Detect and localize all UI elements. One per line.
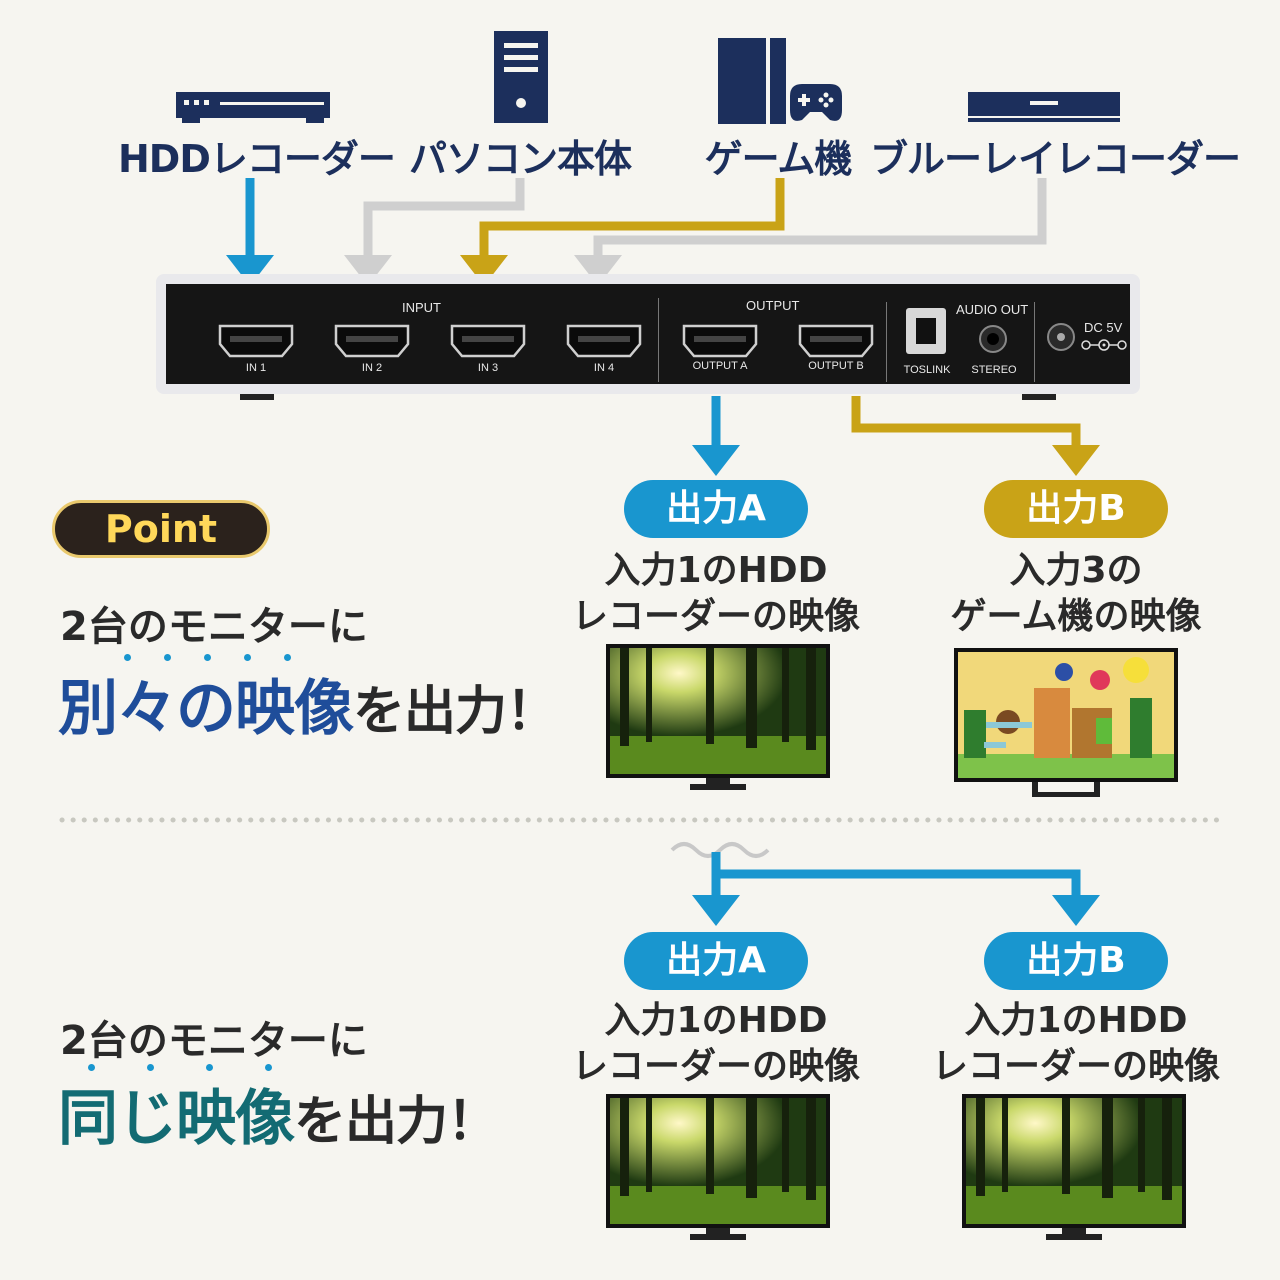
bluray-recorder-icon	[968, 92, 1120, 122]
tv-forest-monitor-a2	[606, 1094, 830, 1240]
section1-lead: 2台のモニターに	[60, 604, 368, 650]
panel-separator	[1034, 302, 1035, 382]
pc-to-in2-arrow	[344, 178, 525, 286]
port-label-output-b: OUTPUT B	[808, 360, 864, 372]
same-output-split-arrow	[692, 852, 1100, 926]
hdmi-port-in4	[566, 324, 642, 358]
pc-tower-icon	[494, 31, 548, 123]
section1-suffix: を出力！	[353, 682, 558, 742]
output-b-arrow	[851, 396, 1100, 476]
output-b-caption-2: 入力1のHDD レコーダーの映像	[931, 1000, 1220, 1087]
panel-foot	[1022, 394, 1056, 400]
output-a-caption-2: 入力1のHDD レコーダーの映像	[571, 1000, 860, 1087]
section1-emphasis: 別々の映像	[58, 674, 354, 744]
port-label-in3: IN 3	[477, 362, 499, 374]
dc-polarity-icon	[1081, 339, 1127, 351]
device-label-hdd: HDDレコーダー	[118, 137, 396, 181]
stereo-label: STEREO	[971, 364, 1017, 376]
toslink-label: TOSLINK	[903, 364, 951, 376]
panel-separator	[886, 302, 887, 382]
emphasis-dots-2	[88, 1064, 272, 1071]
port-label-output-a: OUTPUT A	[692, 360, 748, 372]
hdmi-port-in2	[334, 324, 410, 358]
port-label-in1: IN 1	[245, 362, 267, 374]
section2-lead: 2台のモニターに	[60, 1018, 368, 1064]
game-to-in3-arrow	[460, 178, 785, 286]
output-section-label: OUTPUT	[746, 298, 800, 313]
section2-suffix: を出力！	[294, 1092, 499, 1152]
hdmi-port-output-b	[798, 324, 874, 358]
tv-forest-monitor-a1	[606, 644, 830, 790]
hdd-to-in1-arrow	[226, 178, 274, 286]
output-b-pill-2: 出力B	[984, 932, 1168, 990]
tv-forest-monitor-b2	[962, 1094, 1186, 1240]
hdmi-port-in1	[218, 324, 294, 358]
dc-label: DC 5V	[1084, 320, 1123, 335]
output-a-arrow	[692, 396, 740, 476]
dc-jack-icon	[1047, 323, 1075, 351]
device-label-pc: パソコン本体	[408, 137, 632, 181]
output-a-pill-2: 出力A	[624, 932, 808, 990]
audio-out-label: AUDIO OUT	[956, 302, 1029, 317]
hdd-recorder-icon	[176, 92, 330, 123]
panel-separator	[658, 298, 659, 382]
port-label-in4: IN 4	[593, 362, 615, 374]
hdmi-port-in3	[450, 324, 526, 358]
emphasis-dots-1	[124, 654, 291, 661]
section2-emphasis: 同じ映像	[58, 1084, 295, 1154]
panel-foot	[240, 394, 274, 400]
toslink-port-icon	[906, 308, 946, 354]
bluray-to-in4-arrow	[574, 178, 1047, 286]
hdmi-port-output-a	[682, 324, 758, 358]
output-a-pill-1: 出力A	[624, 480, 808, 538]
section2-headline: 同じ映像を出力！	[58, 1070, 499, 1157]
wavy-break-icon	[670, 842, 770, 858]
section1-headline: 別々の映像を出力！	[58, 660, 558, 747]
point-badge: Point	[52, 500, 270, 558]
game-console-icon	[718, 38, 842, 124]
output-a-caption-1: 入力1のHDD レコーダーの映像	[571, 550, 860, 637]
input-section-label: INPUT	[402, 300, 441, 315]
stereo-jack-icon	[979, 325, 1007, 353]
device-label-game: ゲーム機	[704, 137, 853, 181]
tv-game-monitor-b1	[954, 648, 1178, 797]
output-b-caption-1: 入力3の ゲーム機の映像	[950, 550, 1202, 637]
device-label-bluray: ブルーレイレコーダー	[870, 137, 1241, 181]
hdmi-switcher-panel: INPUT OUTPUT AUDIO OUT DC 5V IN 1 IN 2 I…	[156, 274, 1140, 394]
output-b-pill-1: 出力B	[984, 480, 1168, 538]
port-label-in2: IN 2	[361, 362, 383, 374]
